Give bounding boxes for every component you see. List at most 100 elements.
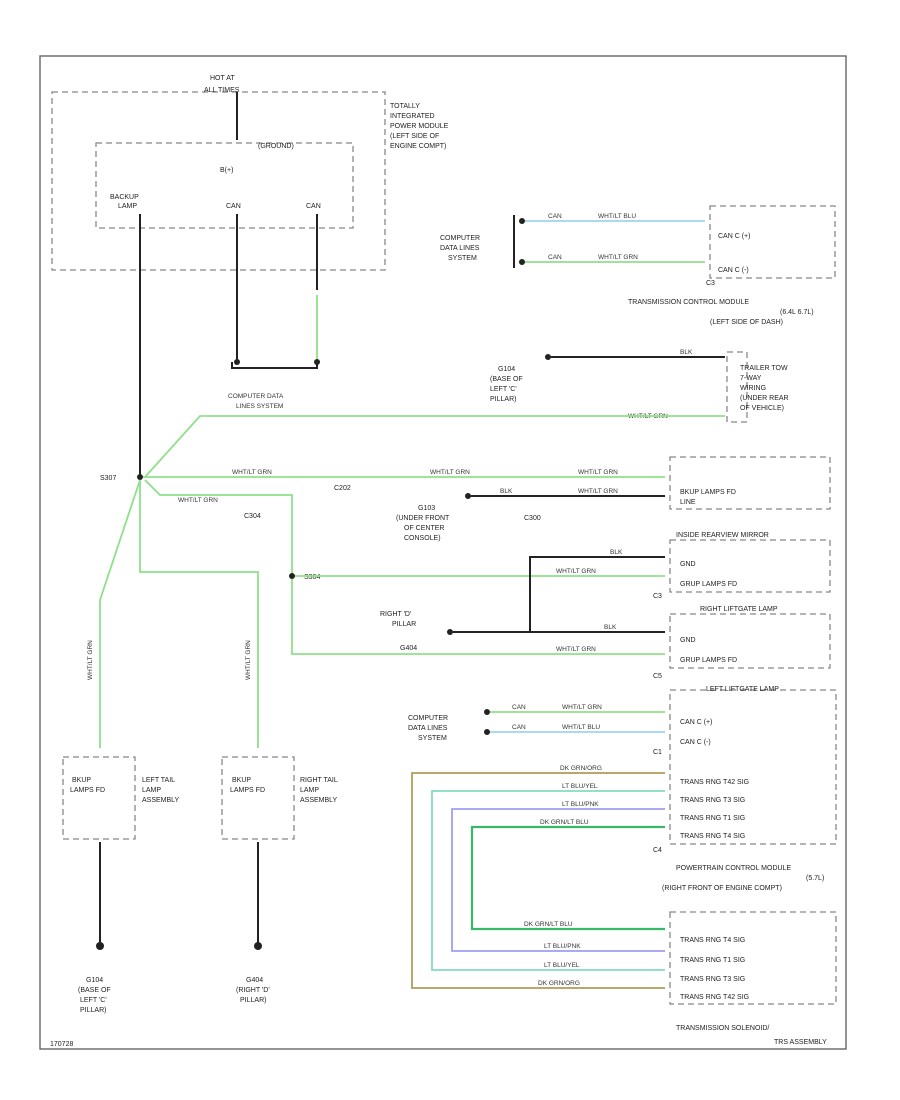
llg-title: LEFT LIFTGATE LAMP — [706, 686, 779, 693]
right-liftgate-pin-1: GND — [680, 637, 696, 644]
llg-w1-color: WHT/LT GRN — [562, 704, 602, 711]
right-tail-gnd-dot — [254, 942, 262, 950]
svg-text:RIGHT 'D': RIGHT 'D' — [380, 611, 411, 618]
tcm-w2-color: WHT/LT GRN — [598, 254, 638, 261]
trailer-feed-wire — [144, 415, 725, 478]
left-tail-title-3: ASSEMBLY — [142, 797, 180, 804]
right-tail-inner-1: BKUP — [232, 777, 251, 784]
llg-pin-1: CAN C (+) — [680, 719, 712, 726]
trs-wire-t3 — [431, 790, 665, 971]
s307-branch-wire — [144, 479, 293, 576]
svg-text:PILLAR): PILLAR) — [240, 997, 266, 1004]
left-tail-box — [62, 756, 136, 840]
c304-label: C304 — [244, 513, 261, 520]
s304-label: S304 — [304, 574, 320, 581]
pcm-title-2: (5.7L) — [806, 875, 824, 882]
right-liftgate-pin-2: GRUP LAMPS FD — [680, 657, 737, 664]
diagram-frame — [39, 55, 847, 1050]
cdl-top-dot-1 — [519, 218, 525, 224]
left-tail-feed — [99, 479, 141, 748]
right-tail-feed — [139, 480, 259, 748]
sol-title-2: TRS ASSEMBLY — [774, 1039, 827, 1046]
svg-text:G104: G104 — [498, 366, 515, 373]
cdl-top-3: SYSTEM — [448, 255, 477, 262]
s304-dot — [289, 573, 295, 579]
g404-dot — [447, 629, 453, 635]
g103-blk-label: BLK — [500, 488, 513, 495]
backup-fd-w2: WHT/LT GRN — [430, 469, 470, 476]
pcm-pin-3: TRANS RNG T1 SIG — [680, 815, 745, 822]
mirror-pin-2: GRUP LAMPS FD — [680, 581, 737, 588]
cdl-low-dot-2 — [484, 729, 490, 735]
tcm-w1-color: WHT/LT BLU — [598, 213, 636, 220]
g404-label: RIGHT 'D' PILLAR G404 — [380, 611, 417, 652]
g404-bottom-label: G404 (RIGHT 'D' PILLAR) — [236, 977, 270, 1004]
backup-fd-2: LINE — [680, 499, 696, 506]
llg-w1-can: CAN — [512, 704, 526, 711]
svg-text:PILLAR): PILLAR) — [80, 1007, 106, 1014]
c202-label: C202 — [334, 485, 351, 492]
tipm-inner-title: (GROUND) — [258, 143, 294, 150]
tcm-conn: C3 — [706, 280, 715, 287]
trs-w4-bot: DK GRN/LT BLU — [524, 921, 573, 928]
trs-w3-top: LT BLU/PNK — [562, 801, 599, 808]
sol-pin-1: TRANS RNG T4 SIG — [680, 937, 745, 944]
trs-w1-bot: DK GRN/ORG — [538, 980, 580, 987]
right-tail-wire-label: WHT/LT GRN — [245, 640, 252, 680]
svg-text:G104: G104 — [86, 977, 103, 984]
footer-code: 170728 — [50, 1041, 73, 1048]
s307-branch-label: WHT/LT GRN — [178, 497, 218, 504]
g404-blk-label: BLK — [604, 624, 617, 631]
right-tail-title-1: RIGHT TAIL — [300, 777, 338, 784]
can-dot-1 — [234, 359, 240, 365]
right-liftgate-conn: C5 — [653, 673, 662, 680]
can-bridge — [231, 362, 318, 369]
svg-text:CONSOLE): CONSOLE) — [404, 535, 441, 542]
g103-grn-label: WHT/LT GRN — [578, 488, 618, 495]
svg-text:(BASE OF: (BASE OF — [78, 987, 111, 994]
pcm-title-1: POWERTRAIN CONTROL MODULE — [676, 865, 791, 872]
cdl-low-dot-1 — [484, 709, 490, 715]
tcm-box — [709, 205, 836, 279]
left-tail-inner-1: BKUP — [72, 777, 91, 784]
svg-text:(UNDER REAR: (UNDER REAR — [740, 395, 789, 402]
right-tail-inner-2: LAMPS FD — [230, 787, 265, 794]
cdl-low-2: DATA LINES — [408, 725, 448, 732]
svg-text:POWER MODULE: POWER MODULE — [390, 123, 449, 130]
cdl-mid-2: LINES SYSTEM — [236, 403, 283, 410]
g103-label: G103 (UNDER FRONT OF CENTER CONSOLE) — [396, 505, 450, 542]
sol-pin-3: TRANS RNG T3 SIG — [680, 976, 745, 983]
trs-w4-top: DK GRN/LT BLU — [540, 819, 589, 826]
svg-text:LEFT 'C': LEFT 'C' — [490, 386, 517, 393]
trs-wire-t1 — [451, 808, 665, 952]
right-tail-title-2: LAMP — [300, 787, 319, 794]
mirror-box — [669, 539, 831, 593]
svg-text:TRAILER TOW: TRAILER TOW — [740, 365, 788, 372]
trailer-label: TRAILER TOW 7-WAY WIRING (UNDER REAR OF … — [740, 365, 789, 412]
llg-w2-color: WHT/LT BLU — [562, 724, 600, 731]
svg-text:7-WAY: 7-WAY — [740, 375, 762, 382]
tcm-w1-can: CAN — [548, 213, 562, 220]
cdl-top-1: COMPUTER — [440, 235, 480, 242]
solenoid-box — [669, 911, 837, 1005]
cdl-top-2: DATA LINES — [440, 245, 480, 252]
svg-text:PILLAR): PILLAR) — [490, 396, 516, 403]
g103-dot — [465, 493, 471, 499]
tcm-title-1: TRANSMISSION CONTROL MODULE — [628, 299, 749, 306]
pcm-pin-4: TRANS RNG T4 SIG — [680, 833, 745, 840]
pcm-pin-1: TRANS RNG T42 SIG — [680, 779, 749, 786]
tipm-can-1: CAN — [226, 203, 241, 210]
tcm-w2-can: CAN — [548, 254, 562, 261]
svg-text:(BASE OF: (BASE OF — [490, 376, 523, 383]
svg-text:OF VEHICLE): OF VEHICLE) — [740, 405, 784, 412]
tipm-bplus: B(+) — [220, 167, 233, 174]
right-tail-title-3: ASSEMBLY — [300, 797, 338, 804]
svg-text:WIRING: WIRING — [740, 385, 766, 392]
left-tail-gnd-dot — [96, 942, 104, 950]
svg-text:ENGINE COMPT): ENGINE COMPT) — [390, 143, 446, 150]
right-tail-box — [221, 756, 295, 840]
backup-fd-box — [669, 456, 831, 510]
svg-text:(UNDER FRONT: (UNDER FRONT — [396, 515, 450, 522]
llg-pin-2: CAN C (-) — [680, 739, 711, 746]
right-liftgate-feed-label: WHT/LT GRN — [556, 646, 596, 653]
